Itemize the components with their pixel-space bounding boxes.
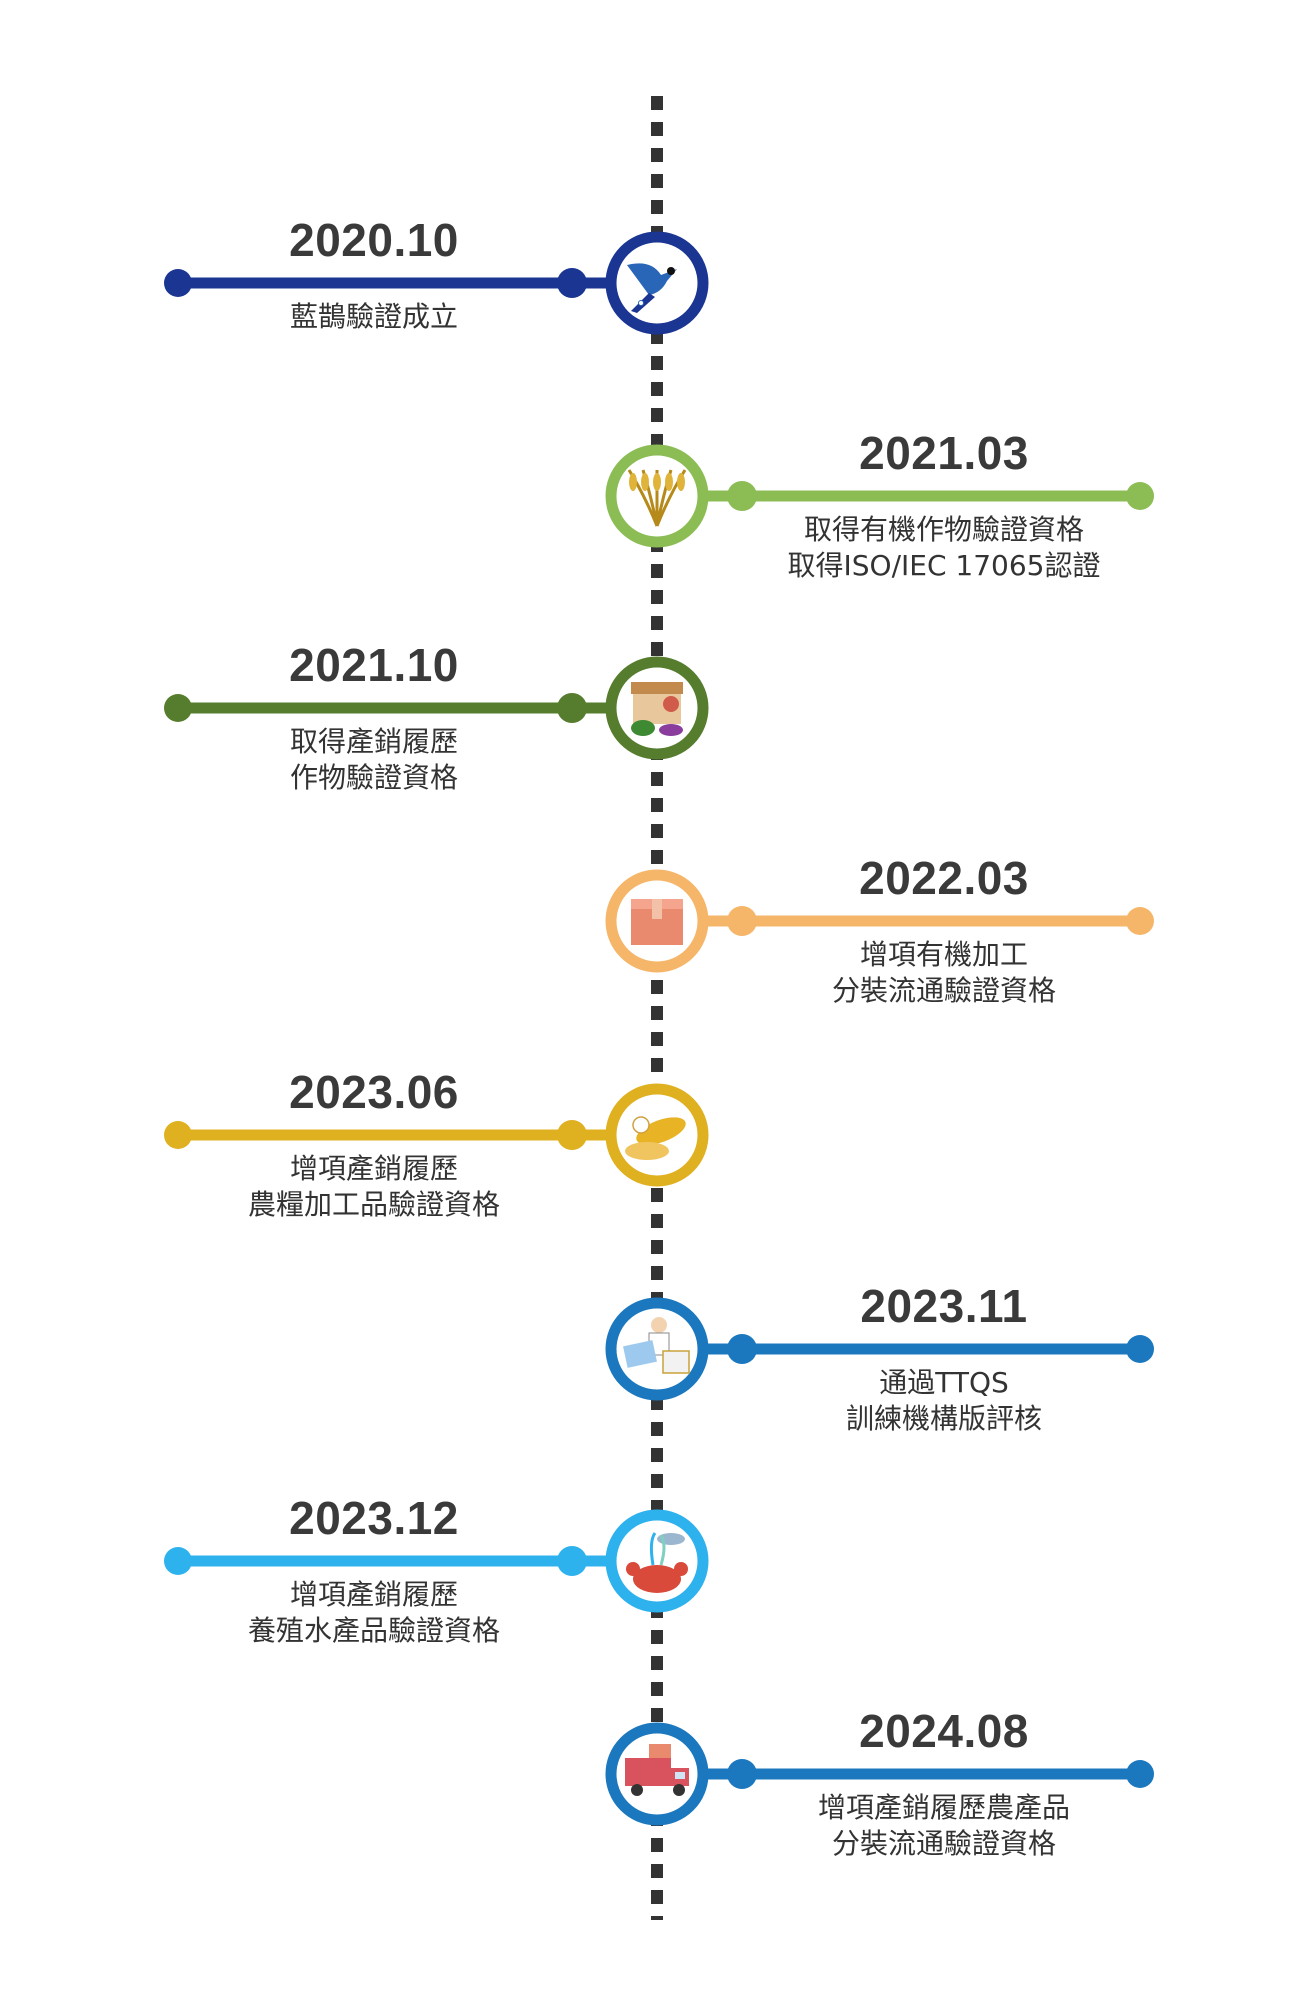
description-line: 藍鵲驗證成立 <box>289 300 458 333</box>
milestone-description: 取得產銷履歷作物驗證資格 <box>164 724 584 796</box>
milestone-description: 增項產銷履歷農產品分裝流通驗證資格 <box>734 1790 1154 1862</box>
description-line: 增項產銷履歷 <box>289 1578 458 1611</box>
aquaculture-crab-fish-icon <box>626 1532 688 1593</box>
description-line: 農糧加工品驗證資格 <box>247 1188 500 1221</box>
end-dot <box>1126 907 1154 935</box>
junction-dot <box>727 1334 757 1364</box>
description-line: 作物驗證資格 <box>289 761 458 794</box>
junction-dot <box>557 268 587 298</box>
milestone-date: 2021.03 <box>859 427 1029 479</box>
milestone-description: 增項有機加工分裝流通驗證資格 <box>734 937 1154 1009</box>
milestone-node <box>605 231 709 335</box>
description-line: 增項有機加工 <box>859 938 1028 971</box>
corn-grain-icon <box>625 1116 686 1160</box>
end-dot <box>164 1547 192 1575</box>
milestone-node <box>605 444 709 548</box>
milestone-description: 取得有機作物驗證資格取得ISO/IEC 17065認證 <box>734 512 1154 584</box>
milestone-date: 2023.11 <box>860 1280 1028 1332</box>
end-dot <box>1126 1760 1154 1788</box>
milestone-description: 增項產銷履歷農糧加工品驗證資格 <box>164 1151 584 1223</box>
junction-dot <box>557 1546 587 1576</box>
junction-dot <box>557 1120 587 1150</box>
milestone-date: 2023.06 <box>289 1066 459 1118</box>
description-line: 通過TTQS <box>879 1366 1009 1399</box>
delivery-truck-icon <box>625 1744 689 1796</box>
milestone-date: 2023.12 <box>289 1492 459 1544</box>
description-line: 取得有機作物驗證資格 <box>803 513 1084 546</box>
milestone-date: 2022.03 <box>859 852 1029 904</box>
rice-stalk-icon <box>627 469 687 527</box>
junction-dot <box>557 693 587 723</box>
trainer-with-documents-icon <box>623 1317 690 1374</box>
junction-dot <box>727 1759 757 1789</box>
milestone-node <box>605 656 709 760</box>
end-dot <box>1126 1335 1154 1363</box>
end-dot <box>164 1121 192 1149</box>
description-line: 分裝流通驗證資格 <box>831 974 1056 1007</box>
milestone-node <box>605 1722 709 1826</box>
milestone-date: 2020.10 <box>289 214 459 266</box>
description-line: 取得ISO/IEC 17065認證 <box>787 549 1101 582</box>
milestone-description: 藍鵲驗證成立 <box>164 299 584 335</box>
milestone-date: 2021.10 <box>289 639 459 691</box>
milestone-date: 2024.08 <box>859 1705 1029 1757</box>
description-line: 取得產銷履歷 <box>289 725 458 758</box>
end-dot <box>1126 482 1154 510</box>
description-line: 增項產銷履歷 <box>289 1152 458 1185</box>
junction-dot <box>727 481 757 511</box>
milestone-description: 增項產銷履歷養殖水產品驗證資格 <box>164 1577 584 1649</box>
junction-dot <box>727 906 757 936</box>
end-dot <box>164 694 192 722</box>
description-line: 增項產銷履歷農產品 <box>817 1791 1070 1824</box>
milestone-node <box>605 1297 709 1401</box>
description-line: 分裝流通驗證資格 <box>831 1827 1056 1860</box>
milestone-node <box>605 1083 709 1187</box>
end-dot <box>164 269 192 297</box>
milestone-node <box>605 1509 709 1613</box>
blue-magpie-icon <box>627 263 677 313</box>
vegetable-stand-icon <box>631 682 683 736</box>
milestone-node <box>605 869 709 973</box>
package-box-icon <box>631 899 683 945</box>
description-line: 訓練機構版評核 <box>845 1402 1042 1435</box>
description-line: 養殖水產品驗證資格 <box>247 1614 500 1647</box>
